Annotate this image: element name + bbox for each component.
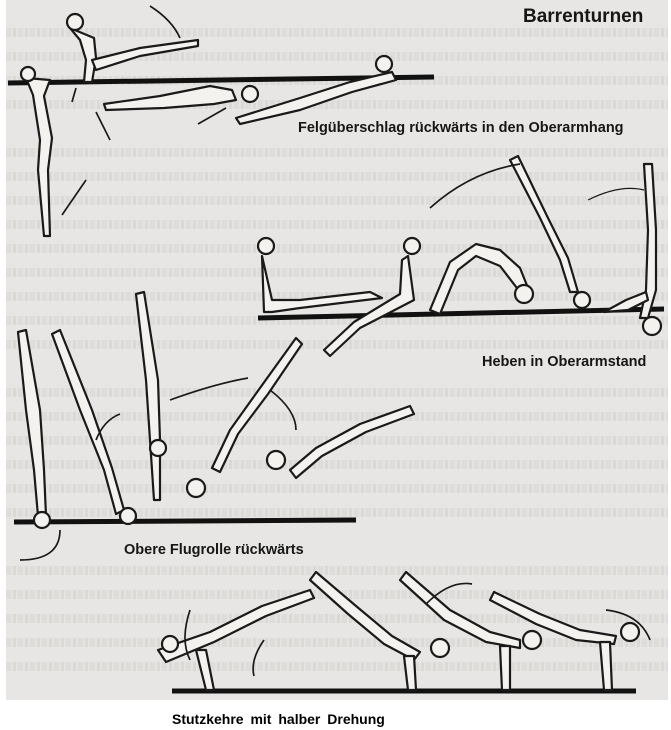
page-title: Barrenturnen [523,6,643,28]
parallel-bar-3 [14,520,356,522]
illustration-heben [258,156,664,356]
illustration-stuetzkehre [158,572,650,691]
parallel-bar-2 [258,309,664,318]
caption-flugrolle: Obere Flugrolle rückwärts [124,542,304,558]
caption-felgueberschlag: Felgüberschlag rückwärts in den Oberarmh… [298,120,624,136]
caption-heben: Heben in Oberarmstand [482,354,646,370]
caption-stuetzkehre: Stutzkehre mit halber Drehung [172,711,385,727]
